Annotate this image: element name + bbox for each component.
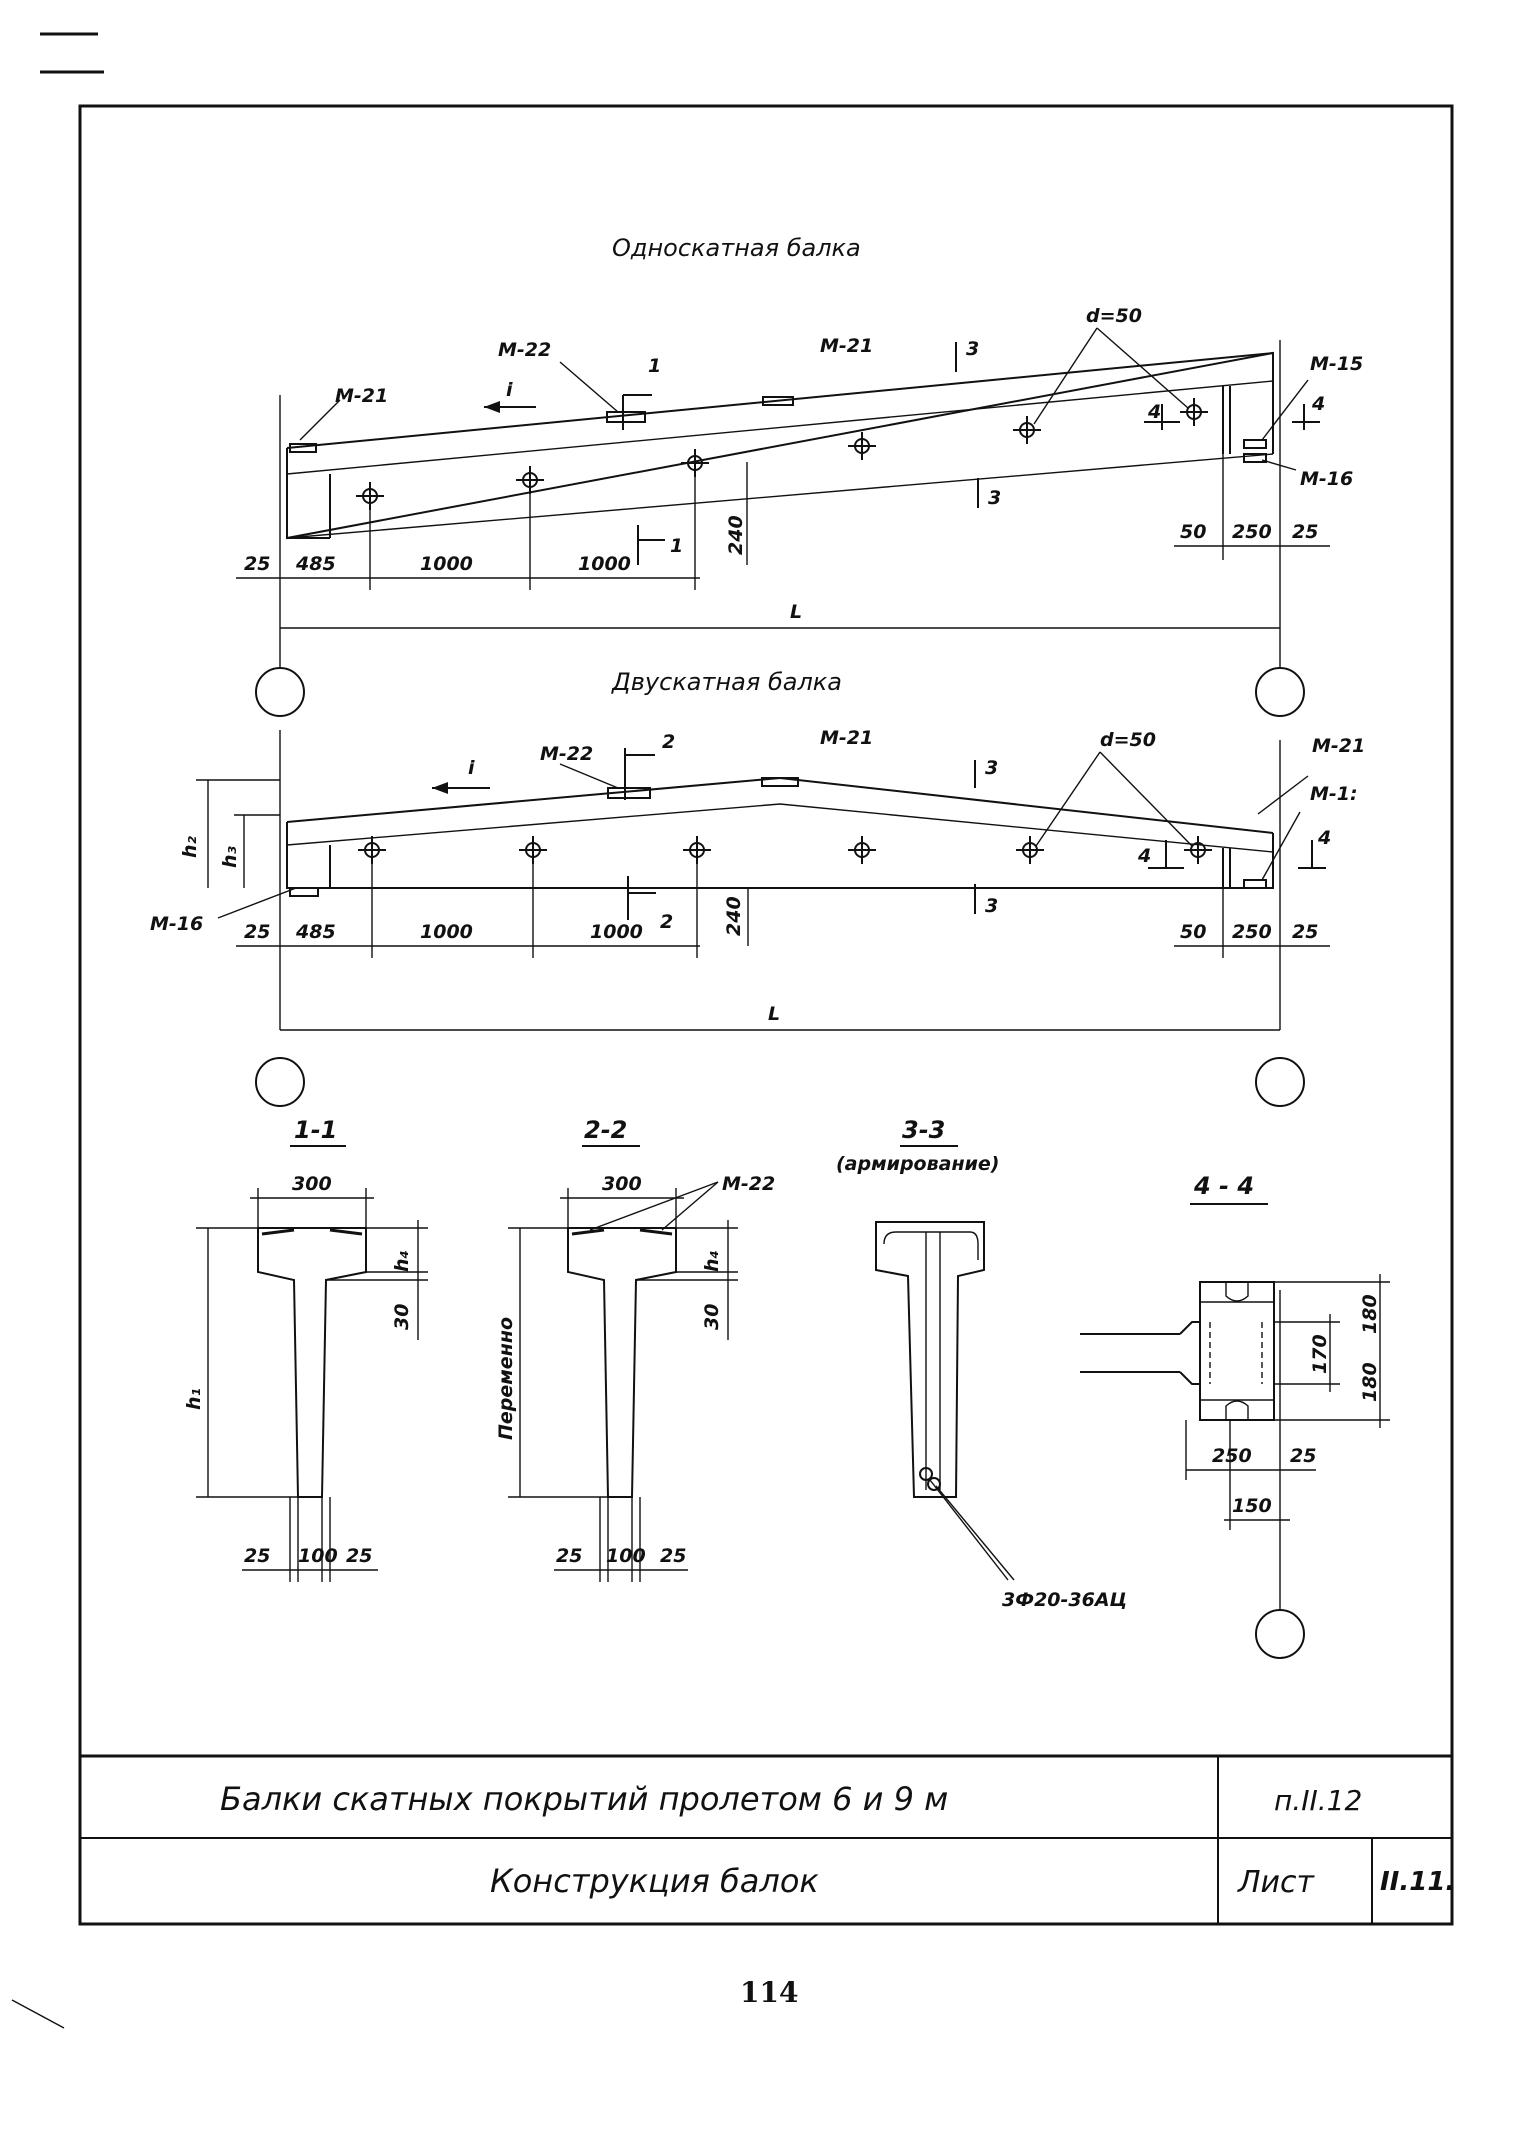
ss-axis-bubble-left [255,667,305,717]
ds-axis-bubble-right [1255,1057,1305,1107]
sec11-dim-h1: h₁ [183,1388,205,1410]
ss-label-m22: М-22 [498,339,551,361]
sec22-dim-h4: h₄ [701,1250,723,1272]
sec22-title: 2-2 [584,1116,627,1144]
ss-label-d50: d=50 [1086,305,1142,327]
title-block-sheet-label: Лист [1237,1865,1316,1900]
sec11-title: 1-1 [294,1116,337,1144]
sec11-dim-25a: 25 [244,1545,270,1567]
ss-label-sec1-bot: 1 [670,535,683,557]
ds-dim-span: L [768,1003,780,1025]
ds-label-sec2-bot: 2 [660,911,673,933]
ds-label-d50: d=50 [1100,729,1156,751]
ds-dim-25-left: 25 [244,921,270,943]
ss-axis-bubble-right [1255,667,1305,717]
ds-label-m16: М-16 [150,913,203,935]
ss-dim-250: 250 [1232,521,1272,543]
sec44-dim-170: 170 [1309,1334,1331,1374]
sec22-dim-300: 300 [602,1173,642,1195]
sec33-title: 3-3 [902,1116,945,1144]
section-1-1 [196,1145,428,1582]
ss-dim-25-right: 25 [1292,521,1318,543]
page-number: 114 [740,1976,798,2009]
section-4-4 [1080,1203,1390,1610]
ss-label-sec4-b: 4 [1311,393,1325,415]
ds-label-sec4-b: 4 [1317,827,1331,849]
ds-label-sec3-top: 3 [985,757,998,779]
title-block [80,1754,1452,1924]
ds-label-m22: М-22 [540,743,593,765]
sec11-dim-25b: 25 [346,1545,372,1567]
title-block-title: Балки скатных покрытий пролетом 6 и 9 м [220,1780,948,1818]
title-block-code: п.II.12 [1274,1784,1362,1817]
ss-label-m21-left: М-21 [335,385,388,407]
sheet-frame [78,104,1454,1926]
sec22-dim-25b: 25 [660,1545,686,1567]
ss-label-sec3-top: 3 [966,338,979,360]
ds-label-m1x: М-1: [1310,783,1358,805]
ds-label-slope: i [468,757,475,779]
ds-label-sec4-a: 4 [1137,845,1151,867]
sec22-label-m22: М-22 [722,1173,775,1195]
single-slope-beam: Односкатная балка [236,234,1330,668]
ss-dim-50: 50 [1180,521,1206,543]
sec11-dim-300: 300 [292,1173,332,1195]
double-slope-beam: Двускатная балка [196,668,1330,1031]
ss-dim-25-left: 25 [244,553,270,575]
sec11-dim-30: 30 [391,1304,413,1330]
ds-label-h2: h₂ [179,835,201,858]
ds-label-sec3-bot: 3 [985,895,998,917]
ss-label-sec3-bot: 3 [988,487,1001,509]
sec44-dim-150: 150 [1232,1495,1272,1517]
ds-dim-250: 250 [1232,921,1272,943]
ss-label-m15: М-15 [1310,353,1363,375]
ds-dim-240: 240 [723,896,745,936]
ss-label-m21-mid: М-21 [820,335,873,357]
ds-dim-1000a: 1000 [420,921,473,943]
ds-dim-1000b: 1000 [590,921,643,943]
section-2-2 [508,1145,738,1582]
ss-label-sec4-a: 4 [1147,401,1161,423]
ss-dim-485: 485 [295,553,336,575]
ds-label-h3: h₃ [219,845,241,868]
margin-mark-3 [11,1999,65,2029]
sec44-axis-bubble [1255,1609,1305,1659]
ss-label-m16: М-16 [1300,468,1353,490]
ds-label-m21-right: М-21 [1312,735,1365,757]
ds-dim-50: 50 [1180,921,1206,943]
ds-label-m21-mid: М-21 [820,727,873,749]
sec22-dim-30: 30 [701,1304,723,1330]
section-3-3 [875,1145,1015,1581]
ds-axis-bubble-left [255,1057,305,1107]
sec11-dim-h4: h₄ [391,1250,413,1272]
sec22-label-variable: Переменно [495,1317,517,1440]
single-slope-title: Односкатная балка [612,234,861,262]
sec44-dim-25: 25 [1290,1445,1316,1467]
ss-dim-1000a: 1000 [420,553,473,575]
ds-dim-485: 485 [295,921,336,943]
sec44-dim-250: 250 [1212,1445,1252,1467]
sec33-subtitle: (армирование) [836,1153,999,1175]
ss-label-slope: i [506,379,513,401]
ss-dim-1000b: 1000 [578,553,631,575]
sec44-title: 4 - 4 [1193,1172,1254,1200]
sec22-dim-25a: 25 [556,1545,582,1567]
sec33-rebar-label: 3Ф20-36АЦ [1002,1589,1127,1611]
sec22-dim-100: 100 [606,1545,646,1567]
ss-dim-span: L [790,601,802,623]
title-block-subtitle: Конструкция балок [490,1862,819,1900]
ss-dim-240: 240 [725,515,747,555]
title-block-sheet-value: II.11. [1380,1867,1455,1897]
double-slope-title: Двускатная балка [611,668,842,696]
ds-label-sec2-top: 2 [662,731,675,753]
ds-dim-25-right: 25 [1292,921,1318,943]
ss-label-sec1-top: 1 [648,355,661,377]
sec11-dim-100: 100 [298,1545,338,1567]
sec44-dim-180b: 180 [1359,1362,1381,1402]
sec44-dim-180a: 180 [1359,1294,1381,1334]
